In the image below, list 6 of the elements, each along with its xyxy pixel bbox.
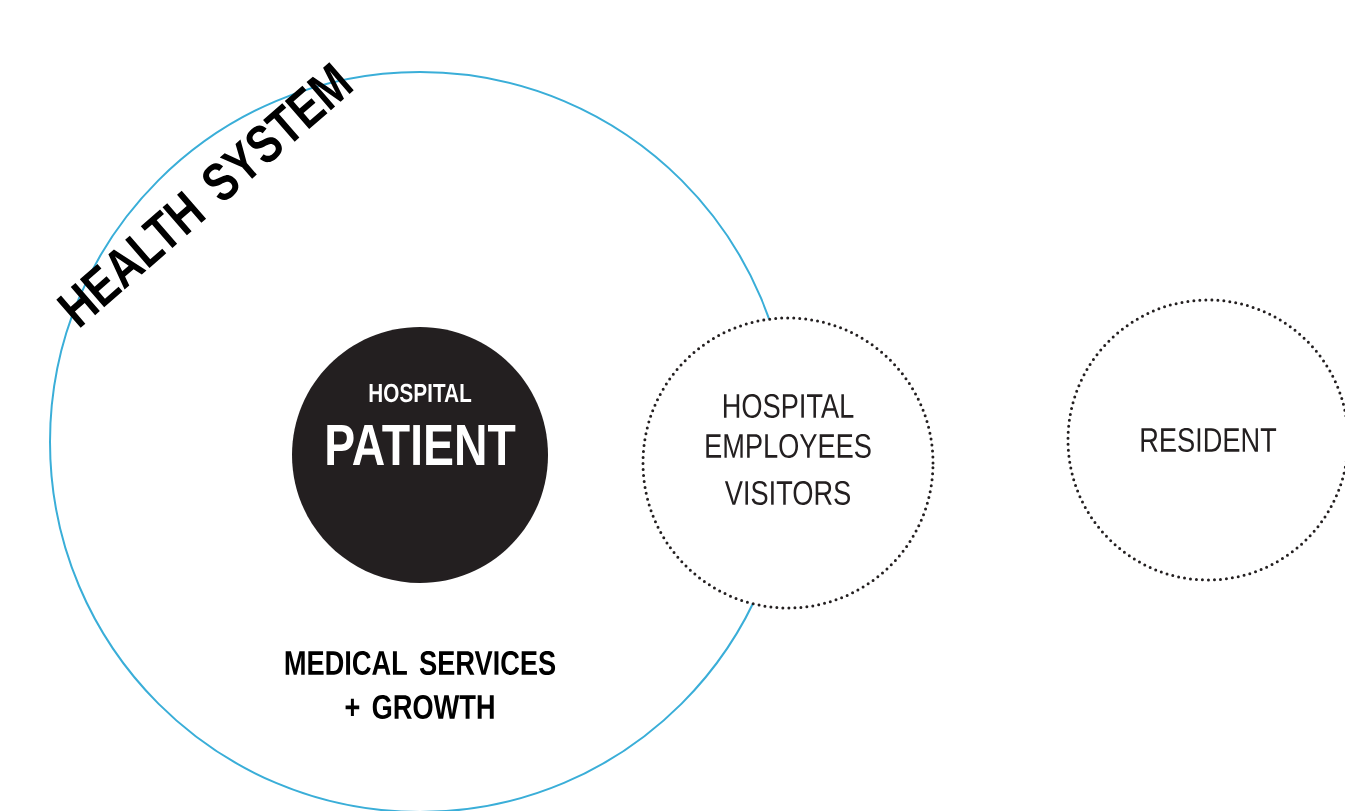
circle-label: VISITORS	[724, 480, 850, 505]
circle-label: HOSPITAL EMPLOYEES	[706, 393, 871, 458]
circle-label: RESIDENT	[1141, 427, 1277, 452]
circle-label: MEDICAL SERVICES + GROWTH	[285, 650, 556, 719]
circle-title: PATIENT	[327, 425, 516, 465]
circle-label: HOSPITAL	[369, 383, 472, 403]
